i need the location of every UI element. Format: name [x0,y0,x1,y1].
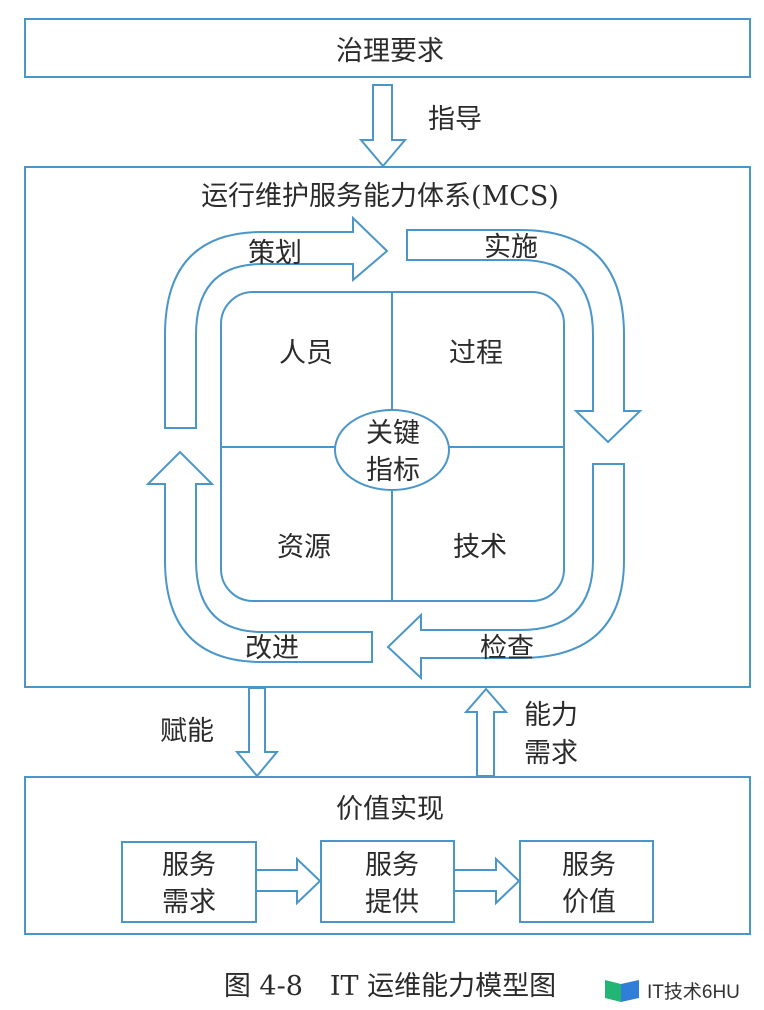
watermark-text: IT技术6HU [647,981,740,1003]
check-label: 检查 [480,633,534,664]
step-line1: 服务 [365,850,419,881]
mcs-title: 运行维护服务能力体系(MCS) [201,181,559,212]
value-step: 服务 提供 [320,840,455,923]
quadrant-technology: 技术 [453,532,507,563]
implement-arrow [406,229,643,444]
step-line2: 价值 [562,887,616,918]
center-line1: 关键 [366,418,420,449]
value-title: 价值实现 [336,794,444,825]
plan-arrow [164,215,389,429]
step-line2: 提供 [365,887,419,918]
empower-label: 赋能 [160,716,214,747]
step-line1: 服务 [562,850,616,881]
step-line1: 服务 [162,850,216,881]
guidance-label: 指导 [428,104,482,135]
quadrant-resources: 资源 [277,532,331,563]
capability-quadrants: 人员 过程 资源 技术 关键 指标 [220,291,565,602]
quadrant-people: 人员 [279,338,333,369]
implement-label: 实施 [484,232,538,263]
capability-demand-line1: 能力 [524,700,578,731]
guidance-arrow: 指导 [358,84,482,168]
step-line2: 需求 [162,887,216,918]
improve-arrow [145,450,373,663]
value-step: 服务 需求 [121,841,257,923]
improve-label: 改进 [245,633,299,664]
governance-label: 治理要求 [336,36,444,67]
center-line2: 指标 [366,455,420,486]
right-arrow-icon [255,856,322,906]
governance-box: 治理要求 [24,18,751,78]
capability-demand-line2: 需求 [524,738,578,769]
down-arrow-icon [234,687,280,778]
figure-caption: 图 4-8 IT 运维能力模型图 [224,971,556,1002]
watermark: IT技术6HU [603,976,740,1004]
mcs-box: 运行维护服务能力体系(MCS) 策划 实施 检查 改进 人员 过程 资源 技术 … [24,166,751,688]
right-arrow-icon [453,856,521,906]
empower-arrow: 赋能 [160,687,280,778]
capability-demand-arrow: 能力 需求 [463,687,578,777]
book-logo-icon [605,980,639,1002]
down-arrow-icon [358,84,408,168]
quadrant-process: 过程 [449,338,503,369]
up-arrow-icon [463,687,509,777]
value-box: 价值实现 服务 需求 服务 提供 服务 价值 [24,776,751,935]
plan-label: 策划 [248,238,302,269]
value-step: 服务 价值 [519,840,654,923]
check-arrow [386,463,625,681]
key-indicator-ellipse [334,409,450,491]
